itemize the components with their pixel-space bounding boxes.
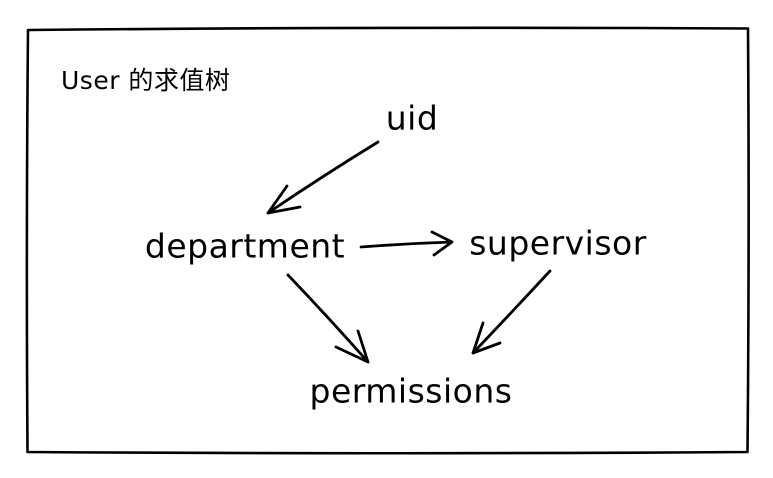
arrow-uid-to-department [266, 140, 380, 215]
arrow-department-to-supervisor [359, 230, 454, 257]
frame-rectangle [25, 26, 750, 455]
node-permissions: permissions [309, 371, 513, 411]
node-uid: uid [385, 98, 439, 138]
node-department: department [144, 226, 346, 266]
diagram-title: User 的求值树 [61, 66, 231, 95]
arrow-department-to-permissions [286, 273, 370, 364]
node-supervisor: supervisor [469, 223, 647, 263]
arrow-supervisor-to-permissions [471, 269, 552, 355]
